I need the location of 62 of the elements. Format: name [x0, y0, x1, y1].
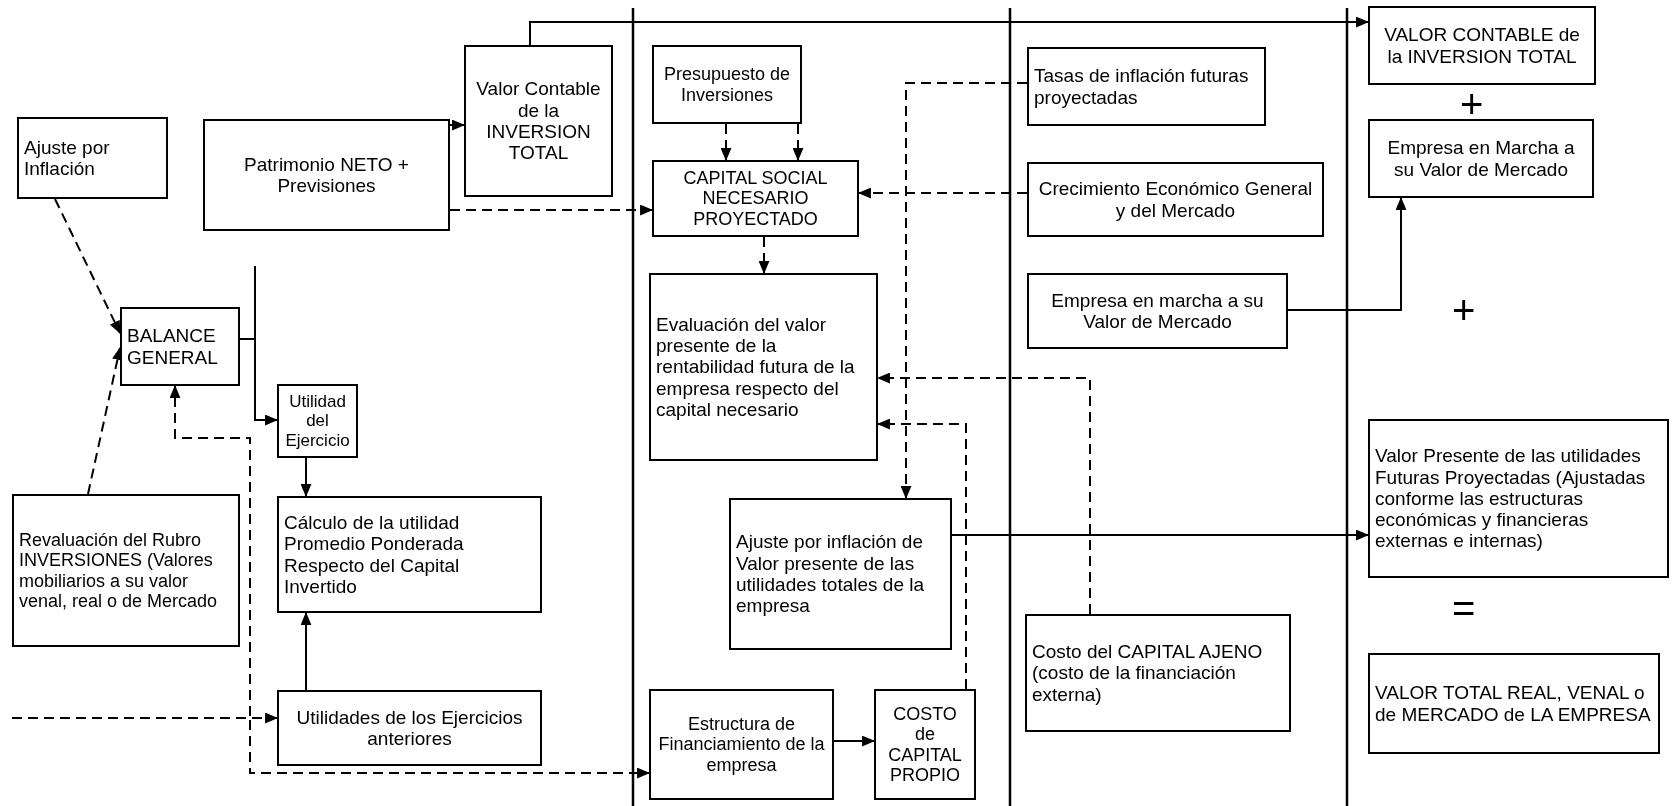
box-text: Ajuste por inflación de Valor presente de las utilidades totales de la empresa [736, 531, 925, 617]
arrow [449, 119, 466, 131]
box-text: BALANCE GENERAL [127, 325, 219, 368]
process-box [649, 273, 878, 461]
box-text: Empresa en Marcha a su Valor de Mercado [1386, 137, 1576, 180]
operator-sign: + [1460, 84, 1484, 124]
process-box [1027, 273, 1288, 349]
box-text: VALOR CONTABLE de la INVERSION TOTAL [1383, 24, 1581, 67]
dashed-arrow [900, 82, 1028, 500]
box-text: Presupuesto de Inversiones [662, 64, 792, 105]
box-text: Valor Contable de la INVERSION TOTAL [475, 78, 602, 164]
arrow [239, 265, 279, 426]
process-box [17, 117, 168, 199]
process-box [277, 384, 358, 458]
process-box [729, 498, 952, 650]
box-text: Tasas de inflación futuras proyectadas [1034, 65, 1250, 108]
box-text: Evaluación del valor presente de la rentabilidad futura de la empresa respecto del capital necesario [656, 313, 856, 421]
box-text: Ajuste por Inflación [24, 136, 111, 180]
process-box [649, 689, 834, 800]
arrow [833, 735, 876, 747]
process-box [1027, 162, 1324, 237]
dashed-arrow [758, 236, 770, 275]
box-text: Estructura de Financiamiento de la empresa [657, 714, 826, 775]
box-text: Utilidades de los Ejercicios anteriores [295, 706, 524, 750]
dashed-arrow [54, 198, 121, 334]
process-box [1368, 119, 1594, 198]
process-box [1027, 47, 1266, 126]
box-text: Empresa en marcha a su Valor de Mercado [1050, 289, 1265, 333]
dashed-arrow [720, 123, 732, 162]
process-box [652, 45, 802, 124]
arrow [951, 529, 1370, 541]
box-text: Crecimiento Económico General y del Mercado [1037, 178, 1314, 221]
process-box [464, 45, 613, 197]
process-box [1368, 419, 1669, 578]
process-box [1368, 653, 1660, 754]
operator-sign: = [1452, 588, 1476, 628]
process-box [277, 690, 542, 766]
process-box [652, 160, 859, 237]
process-box [874, 689, 976, 800]
operator-sign: + [1452, 290, 1476, 330]
process-box [12, 494, 240, 647]
dashed-arrow [11, 717, 651, 779]
process-box [120, 307, 240, 386]
box-text: Valor Presente de las utilidades Futuras Proyectadas (Ajustadas conforme las estructuras económicas y financieras externas e internas) [1375, 445, 1647, 552]
box-text: Utilidad del Ejercicio [284, 392, 351, 450]
box-text: Patrimonio NETO + Previsiones [243, 153, 410, 197]
box-text: VALOR TOTAL REAL, VENAL o de MERCADO de LA EMPRESA [1375, 682, 1652, 725]
arrow [1287, 196, 1407, 311]
process-box [203, 119, 450, 231]
arrow [300, 611, 312, 691]
box-text: CAPITAL SOCIAL NECESARIO PROYECTADO [682, 168, 829, 229]
arrow [300, 457, 312, 498]
dashed-arrow [792, 123, 804, 162]
process-box [1368, 6, 1596, 85]
arrow [529, 16, 1370, 46]
process-box [277, 496, 542, 613]
process-box [1025, 614, 1291, 732]
box-text: Costo del CAPITAL AJENO (costo de la financiación externa) [1032, 641, 1264, 705]
box-text: Cálculo de la utilidad Promedio Ponderada Respecto del Capital Invertido [284, 511, 465, 598]
box-text: COSTO de CAPITAL PROPIO [887, 704, 963, 785]
box-text: Revaluación del Rubro INVERSIONES (Valores mobiliarios a su valor venal, real o de Mercado [19, 530, 219, 611]
dashed-arrow [449, 204, 654, 216]
